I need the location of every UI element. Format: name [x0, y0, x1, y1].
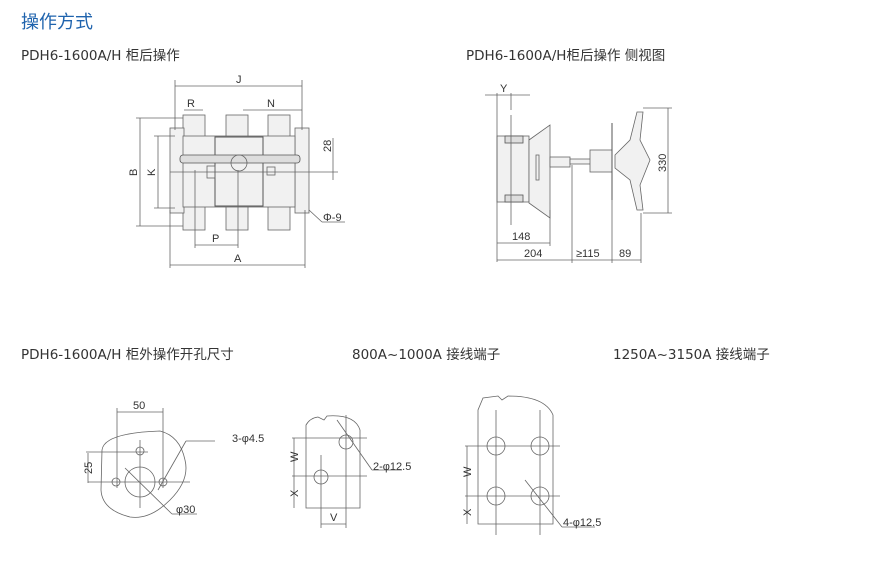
caption-terminal-1250-3150: 1250A~3150A 接线端子	[613, 347, 770, 363]
cutout-drawing: 50 25 3-φ4.5 φ30	[83, 400, 264, 518]
side-view-drawing: Y 330 148 204 ≥115 89	[485, 83, 672, 263]
terminal-800-1000-drawing: W X V 2-φ12.5	[289, 415, 411, 528]
dim-hole-9: Φ-9	[323, 212, 342, 224]
dim-X: X	[289, 489, 301, 497]
dim-W: W	[289, 451, 301, 462]
dim-148: 148	[512, 231, 530, 243]
dim-K: K	[146, 168, 158, 176]
terminal-1250-3150-drawing: W X 4-φ12.5	[462, 395, 601, 535]
page-title: 操作方式	[21, 12, 93, 33]
dim-N: N	[267, 98, 275, 110]
dim-B: B	[128, 169, 140, 176]
dim-115: ≥115	[576, 248, 600, 260]
dim-A: A	[234, 253, 242, 265]
caption-rear-operation-side: PDH6-1600A/H柜后操作 侧视图	[466, 48, 666, 64]
caption-terminal-800-1000: 800A~1000A 接线端子	[352, 347, 501, 363]
dim-330: 330	[657, 154, 669, 172]
dim-R: R	[187, 98, 195, 110]
caption-cutout: PDH6-1600A/H 柜外操作开孔尺寸	[21, 347, 234, 363]
dim-50: 50	[133, 400, 145, 412]
dim-28: 28	[322, 140, 334, 152]
dim-W: W	[462, 466, 474, 477]
dim-Y: Y	[500, 83, 508, 95]
dim-25: 25	[83, 462, 95, 474]
dim-V: V	[330, 512, 338, 524]
front-view-drawing: J R N B K 28 Φ-9 P A	[128, 74, 345, 268]
label-2-holes: 2-φ12.5	[373, 461, 411, 473]
label-3-holes: 3-φ4.5	[232, 433, 264, 445]
label-center-hole: φ30	[176, 504, 195, 516]
dim-89: 89	[619, 248, 631, 260]
dim-J: J	[236, 74, 242, 86]
dim-X: X	[462, 508, 474, 516]
dim-204: 204	[524, 248, 542, 260]
label-4-holes: 4-φ12.5	[563, 517, 601, 529]
dim-P: P	[212, 233, 219, 245]
caption-rear-operation: PDH6-1600A/H 柜后操作	[21, 48, 180, 64]
